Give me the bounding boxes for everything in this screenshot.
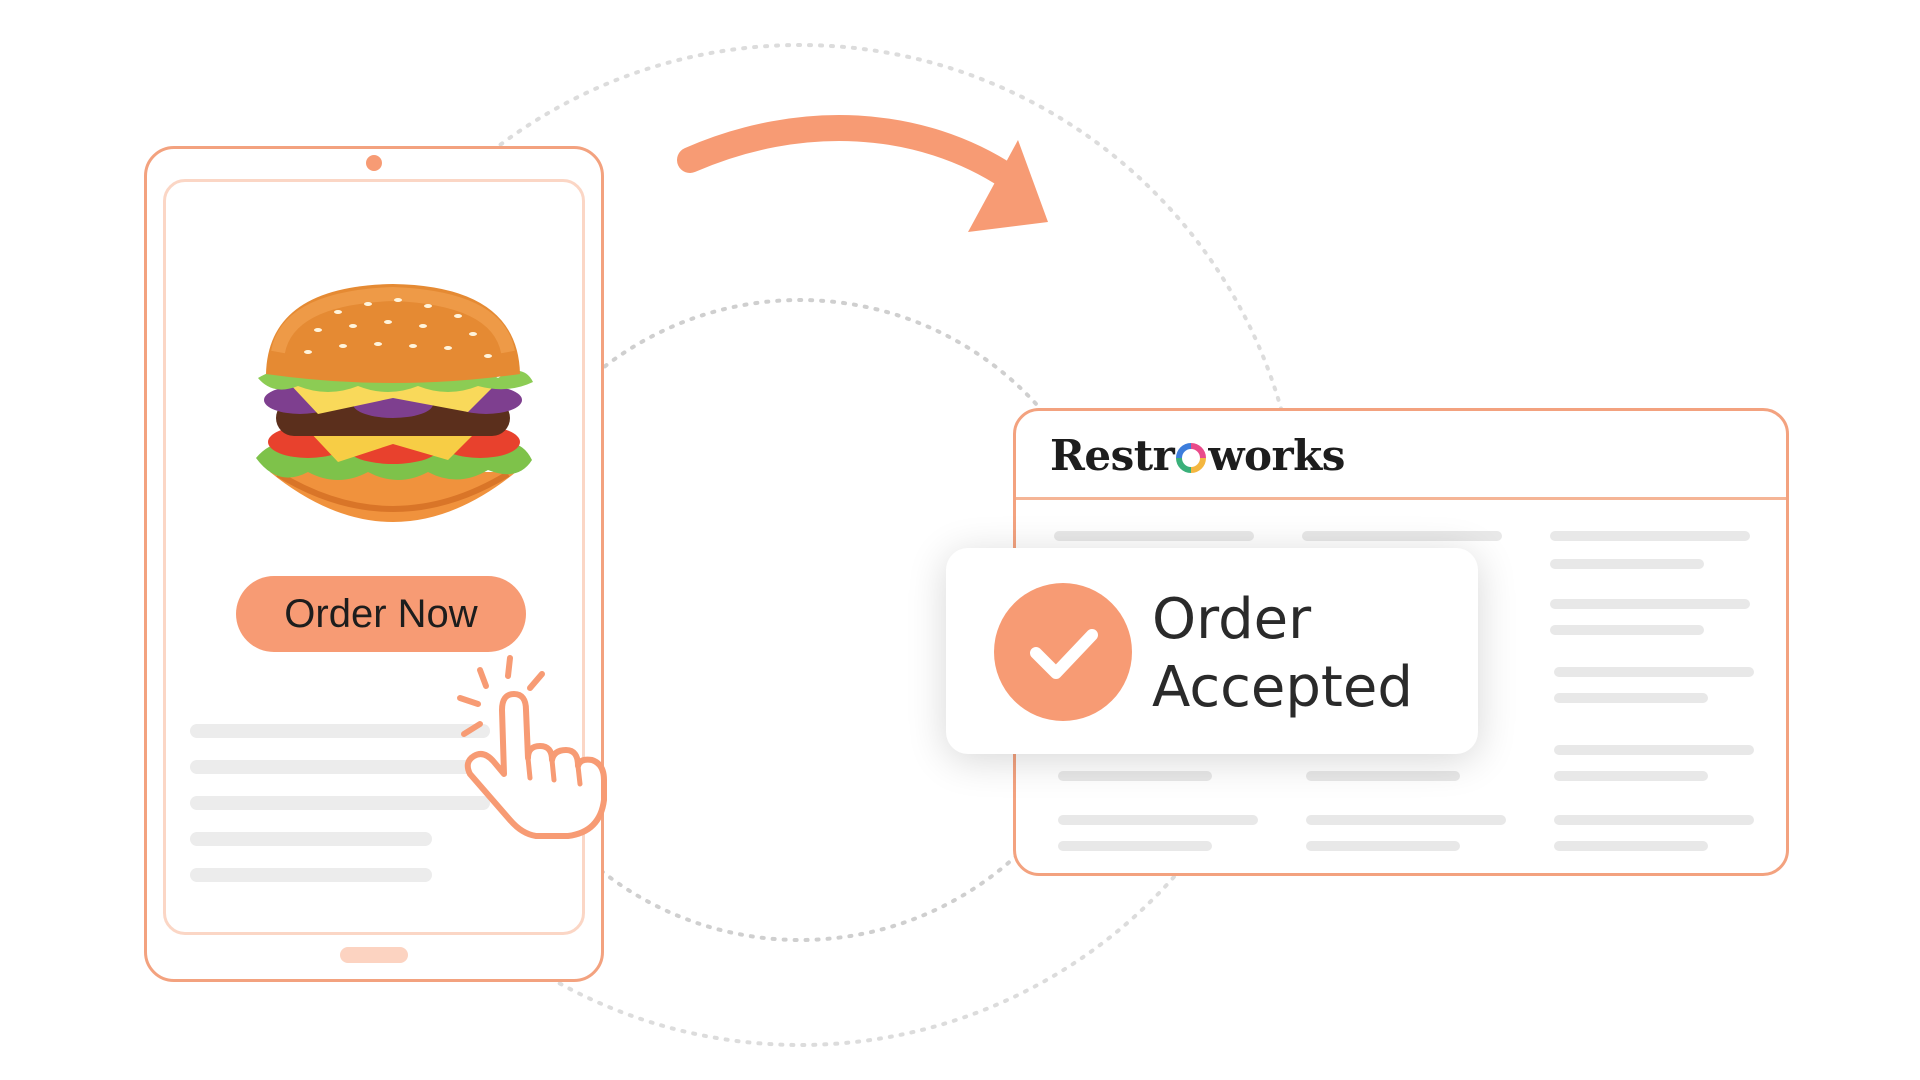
panel-placeholder-line xyxy=(1554,693,1708,703)
panel-placeholder-line xyxy=(1054,531,1254,541)
panel-placeholder-line xyxy=(1554,745,1754,755)
panel-placeholder-line xyxy=(1306,841,1460,851)
tablet-device: Order Now xyxy=(144,146,604,982)
order-accepted-notification: Order Accepted xyxy=(946,548,1478,754)
panel-placeholder-line xyxy=(1302,531,1502,541)
brand-name-left: Restr xyxy=(1050,430,1175,480)
curved-arrow-icon xyxy=(677,115,1048,232)
notification-title: Order Accepted xyxy=(1152,586,1413,722)
tablet-camera xyxy=(366,155,382,171)
burger-image xyxy=(256,284,533,522)
panel-placeholder-line xyxy=(1550,599,1750,609)
tap-hand-icon xyxy=(457,655,607,839)
panel-placeholder-line xyxy=(1550,531,1750,541)
placeholder-text-line xyxy=(190,724,490,738)
tablet-home-button xyxy=(340,947,408,963)
order-now-button[interactable]: Order Now xyxy=(236,576,526,652)
panel-placeholder-line xyxy=(1058,771,1212,781)
brand-ring-icon xyxy=(1176,443,1207,473)
panel-placeholder-line xyxy=(1550,559,1704,569)
checkmark-icon xyxy=(1030,629,1098,679)
check-badge xyxy=(994,583,1132,721)
panel-placeholder-line xyxy=(1306,815,1506,825)
panel-placeholder-line xyxy=(1554,667,1754,677)
panel-placeholder-line xyxy=(1554,771,1708,781)
panel-placeholder-line xyxy=(1058,841,1212,851)
tablet-screen: Order Now xyxy=(163,179,585,935)
panel-header: Restr works xyxy=(1016,411,1786,500)
placeholder-text-line xyxy=(190,868,432,882)
placeholder-text-line xyxy=(190,760,480,774)
panel-placeholder-line xyxy=(1306,771,1460,781)
brand-logo: Restr works xyxy=(1050,430,1345,480)
panel-placeholder-line xyxy=(1554,815,1754,825)
placeholder-text-line xyxy=(190,796,490,810)
panel-placeholder-line xyxy=(1550,625,1704,635)
notification-title-line1: Order xyxy=(1152,587,1312,652)
placeholder-text-line xyxy=(190,832,432,846)
panel-placeholder-line xyxy=(1554,841,1708,851)
panel-placeholder-line xyxy=(1058,815,1258,825)
brand-name-right: works xyxy=(1208,430,1345,480)
notification-title-line2: Accepted xyxy=(1152,655,1413,720)
